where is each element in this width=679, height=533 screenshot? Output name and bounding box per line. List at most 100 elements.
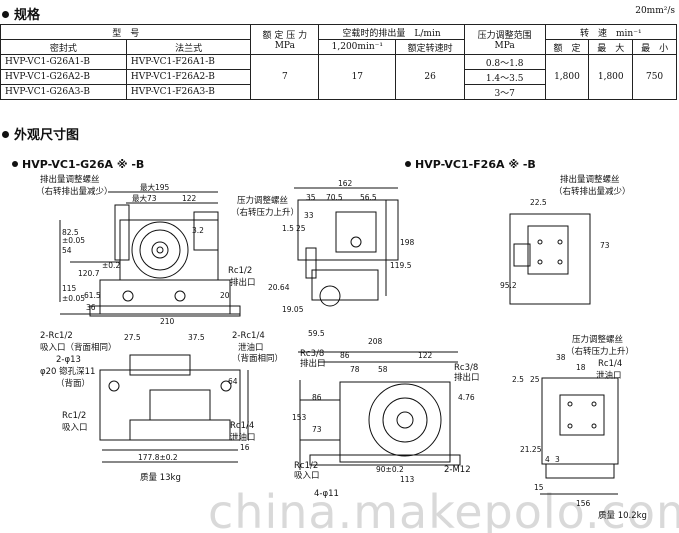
bullet-icon — [2, 11, 9, 18]
drain-port-label: Rc1/4 — [230, 421, 254, 431]
right-view-title: HVP-VC1-F26A ※ -B — [405, 158, 536, 171]
dim-16: 16 — [240, 443, 250, 452]
outlet-port-a-label: Rc3/8 — [300, 349, 324, 359]
dim-20-64: 20.64 — [268, 283, 290, 292]
dim-208: 208 — [368, 337, 383, 346]
table-row: HVP-VC1-G26A2-B HVP-VC1-F26A2-B 1.4～3.5 — [0, 69, 677, 85]
outlet-label: 排出口 — [230, 277, 256, 288]
dim-73: 73 — [312, 425, 322, 434]
dim-210: 210 — [160, 317, 175, 326]
counterbore-note: （背面） — [56, 378, 90, 389]
dim-177-8: 177.8±0.2 — [138, 453, 178, 462]
hole-label: 2-φ13 — [56, 355, 81, 365]
dim-64: 64 — [228, 377, 238, 386]
dim-tol-005b: ±0.05 — [62, 294, 85, 303]
dim-198: 198 — [400, 238, 415, 247]
dim-max195: 最大195 — [140, 182, 170, 192]
pressure-screw-note: （右转压力上升） — [231, 207, 299, 218]
dim-3: 3 — [555, 455, 560, 464]
inlet-port-label: Rc1/2 — [62, 411, 86, 421]
dim-86: 86 — [340, 351, 350, 360]
inlet-2-label: 吸入口（背面相同） — [40, 342, 117, 353]
right-view-labels: 162 35 70.5 56.5 33 1.5 25 198 119.5 20.… — [268, 174, 647, 521]
dim-70-5: 70.5 — [326, 193, 343, 202]
dim-36: 36 — [86, 303, 96, 312]
dim-33: 33 — [304, 211, 314, 220]
dim-156: 156 — [576, 499, 591, 508]
bullet-icon — [405, 161, 411, 167]
pump-bottom-body — [339, 381, 451, 463]
dim-59-5: 59.5 — [308, 329, 325, 338]
dim-18: 18 — [576, 363, 586, 372]
table-subheader-row: 密封式 法兰式 1,200min⁻¹ 额定转速时 额 定 最 大 最 小 — [0, 39, 677, 55]
holes-label: 4-φ11 — [314, 489, 339, 499]
inlet-port-2-label: 2-Rc1/2 — [40, 331, 73, 341]
cell-flow-1200: 17 — [318, 54, 397, 100]
right-pump-drawing — [294, 187, 619, 495]
spec-section-title: 规格 — [2, 4, 40, 23]
drain-port-2-label: 2-Rc1/4 — [232, 331, 265, 341]
cell-flange-model: HVP-VC1-F26A2-B — [125, 69, 252, 85]
bullet-icon — [12, 161, 18, 167]
dim-22-5: 22.5 — [530, 198, 547, 207]
dim-4-76: 4.76 — [458, 393, 475, 402]
left-view-labels: 排出量调整螺丝 （右转排出量减少） 压力调整螺丝 （右转压力上升） 最大195 … — [36, 174, 299, 483]
dim-113: 113 — [400, 475, 415, 484]
dim-2-5: 2.5 — [512, 375, 524, 384]
outlet-port-b-label: Rc3/8 — [454, 363, 478, 373]
drain-port-label-right: Rc1/4 — [598, 359, 622, 369]
dim-162: 162 — [338, 179, 353, 188]
dim-1-5: 1.5 — [282, 224, 294, 233]
dim-122: 122 — [418, 351, 433, 360]
inlet-label-right: 吸入口 — [294, 471, 320, 481]
left-view-title: HVP-VC1-G26A ※ -B — [12, 158, 144, 171]
dim-82-5: 82.5 — [62, 228, 79, 237]
inlet-port-label-right: Rc1/2 — [294, 461, 318, 471]
pump-housing-outline — [131, 221, 189, 279]
dim-119-5: 119.5 — [390, 261, 412, 270]
dim-tol-02: ±0.2 — [102, 261, 120, 270]
table-row: HVP-VC1-G26A3-B HVP-VC1-F26A3-B 3～7 — [0, 84, 677, 100]
dim-tol-005: ±0.05 — [62, 236, 85, 245]
cell-flow-rated: 26 — [395, 54, 465, 100]
pump-base — [99, 279, 231, 315]
dim-15: 15 — [534, 483, 544, 492]
dim-153: 153 — [292, 413, 307, 422]
dim-120-7: 120.7 — [78, 269, 100, 278]
flow-screw-label-right: 排出量调整螺丝 — [560, 174, 620, 185]
cell-pressure-range: 3～7 — [463, 84, 546, 100]
watermark: china.makepolo.com — [208, 485, 679, 533]
dim-78: 78 — [350, 365, 360, 374]
pressure-screw-note-right: （右转压力上升） — [566, 346, 634, 357]
dim-27-5: 27.5 — [124, 333, 141, 342]
outline-section-title: 外观尺寸图 — [2, 124, 79, 143]
outlet-port-label: Rc1/2 — [228, 266, 252, 276]
dim-37-5: 37.5 — [188, 333, 205, 342]
pump-bottom-view — [99, 369, 241, 441]
pump-end-view — [541, 377, 619, 465]
dim-86b: 86 — [312, 393, 322, 402]
dim-115: 115 — [62, 284, 77, 293]
pump-side-view — [509, 213, 591, 305]
counterbore-label: φ20 锪孔深11 — [40, 366, 95, 377]
flow-screw-note-right: （右转排出量减少） — [554, 186, 631, 197]
cell-rated-pressure: 7 — [250, 54, 320, 100]
cell-flange-model: HVP-VC1-F26A3-B — [125, 84, 252, 100]
flow-screw-note: （右转排出量减少） — [36, 186, 113, 197]
dim-25b: 25 — [530, 375, 540, 384]
inlet-label: 吸入口 — [62, 423, 88, 433]
dim-35: 35 — [306, 193, 316, 202]
pump-body — [297, 199, 399, 261]
dim-73b: 73 — [600, 241, 610, 250]
table-row: HVP-VC1-G26A1-B HVP-VC1-F26A1-B 7 17 26 … — [0, 54, 677, 100]
cell-closed-model: HVP-VC1-G26A3-B — [0, 84, 127, 100]
dim-122: 122 — [182, 194, 197, 203]
mass-label: 质量 13kg — [140, 472, 181, 483]
drain-label-right: 泄油口 — [596, 370, 622, 381]
bullet-icon — [2, 131, 9, 138]
dim-25: 25 — [296, 224, 306, 233]
dim-95-2: 95.2 — [500, 281, 517, 290]
